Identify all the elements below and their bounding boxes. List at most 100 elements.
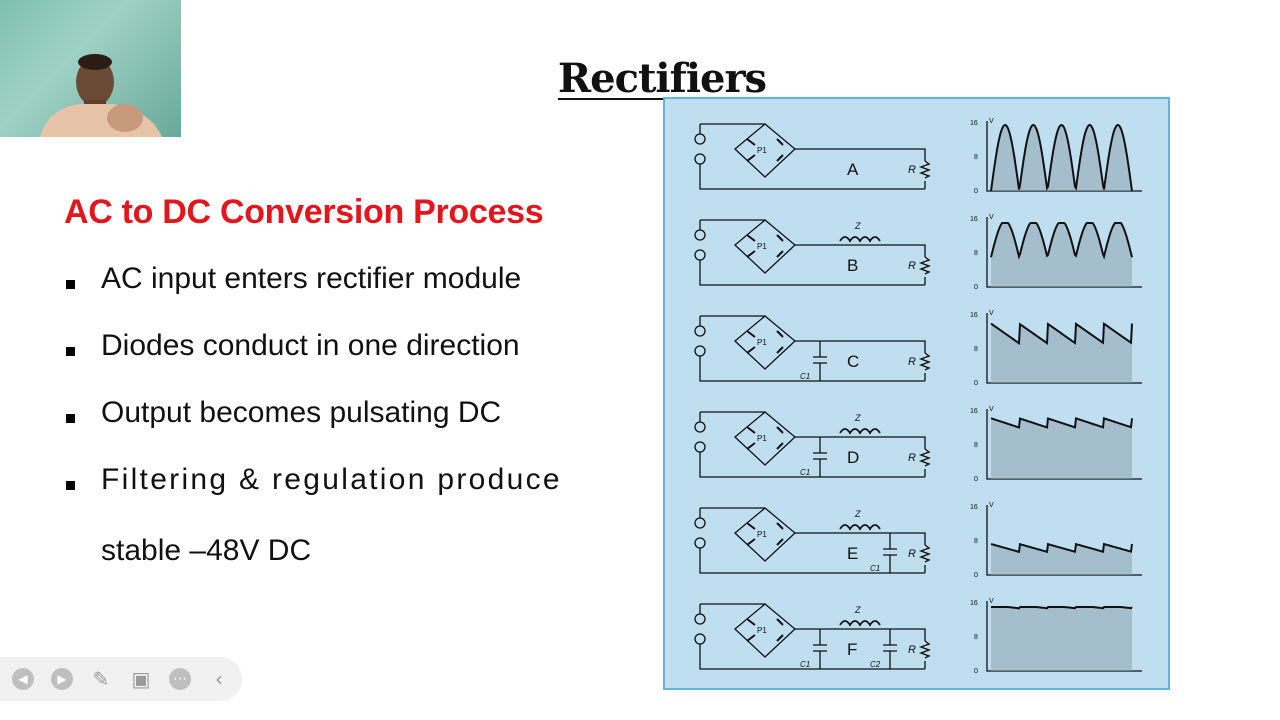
bullet-square-icon [66, 414, 75, 423]
bullet-item: Filtering & regulation produce [66, 463, 636, 530]
bridge-rectifier [734, 123, 796, 178]
bridge-label: P1 [757, 146, 767, 155]
axis-tick-label: 16 [970, 312, 978, 319]
axis-tick-label: 8 [974, 250, 978, 257]
circuit-letter: F [847, 640, 857, 659]
circuit-letter: E [847, 544, 858, 563]
waveform-fill [991, 223, 1132, 287]
wire [795, 148, 926, 189]
capacitor-label: C2 [870, 660, 881, 669]
axis-tick-label: 0 [974, 188, 978, 195]
waveform-line [990, 416, 1133, 429]
bullet-item: Diodes conduct in one direction [66, 329, 636, 396]
axis-tick-label: 16 [970, 408, 978, 415]
axis-tick-label: 8 [974, 442, 978, 449]
bullet-square-icon [66, 280, 75, 289]
capacitor-label: C1 [800, 660, 810, 669]
wire [699, 316, 925, 382]
bullet-list: AC input enters rectifier module Diodes … [66, 262, 636, 530]
bridge-label: P1 [757, 338, 767, 347]
axis-tick-label: 0 [974, 380, 978, 387]
capacitor-icon [813, 629, 827, 669]
resistor-icon [919, 448, 931, 467]
bridge-rectifier [734, 219, 796, 274]
inductor-icon [839, 428, 881, 435]
section-heading: AC to DC Conversion Process [64, 193, 544, 231]
axis-tick-label: 0 [974, 284, 978, 291]
capacitor-icon [813, 437, 827, 477]
diode-icon [746, 522, 784, 546]
waveform-line [990, 222, 1133, 260]
bullet-item: AC input enters rectifier module [66, 262, 636, 329]
waveform-line [990, 542, 1133, 554]
diode-icon [746, 138, 784, 162]
diode-icon [746, 426, 784, 450]
capacitor-label: C1 [800, 468, 810, 477]
ac-source-icon [694, 249, 706, 261]
resistor-icon [919, 352, 931, 371]
presenter-webcam [0, 0, 181, 137]
bridge-rectifier [734, 315, 796, 370]
circuit-letter: A [847, 160, 859, 179]
bridge-rectifier [734, 603, 796, 658]
bridge-rectifier [734, 411, 796, 466]
wire [699, 508, 925, 574]
inductor-icon [839, 620, 881, 627]
ac-source-icon [694, 345, 706, 357]
waveform-fill [991, 607, 1132, 671]
bridge-label: P1 [757, 626, 767, 635]
zoom-icon[interactable]: ▣ [131, 667, 151, 691]
axis-tick-label: 16 [970, 600, 978, 607]
inductor-label: Z [854, 509, 861, 519]
resistor-icon [919, 256, 931, 275]
more-icon[interactable]: ⋯ [169, 668, 191, 690]
ac-source-icon [694, 153, 706, 165]
ac-source-icon [694, 537, 706, 549]
load-label: R [908, 548, 916, 560]
resistor-icon [919, 544, 931, 563]
capacitor-label: C1 [870, 564, 880, 573]
capacitor-icon [883, 629, 897, 669]
waveform-fill [991, 544, 1132, 575]
axis-tick-label: 0 [974, 476, 978, 483]
circuit-letter: B [847, 256, 858, 275]
previous-icon[interactable]: ◀ [12, 668, 34, 690]
wire [699, 412, 925, 478]
wire [795, 436, 926, 477]
bullet-continuation: stable –48V DC [101, 534, 312, 567]
waveform-fill [991, 418, 1132, 479]
wire [795, 628, 926, 669]
inductor-label: Z [854, 413, 861, 423]
next-icon[interactable]: ▶ [51, 668, 73, 690]
ac-source-icon [694, 229, 706, 241]
axis-tick-label: 0 [974, 668, 978, 675]
back-icon[interactable]: ‹ [215, 667, 223, 691]
load-label: R [908, 452, 916, 464]
axis-tick-label: 16 [970, 120, 978, 127]
bullet-text: Filtering & regulation produce [101, 463, 562, 496]
diode-icon [746, 234, 784, 258]
resistor-icon [919, 640, 931, 659]
bullet-item: Output becomes pulsating DC [66, 396, 636, 463]
ac-source-icon [694, 133, 706, 145]
pen-icon[interactable]: ✎ [92, 667, 110, 691]
axis-unit-label: V [989, 406, 994, 413]
bridge-label: P1 [757, 530, 767, 539]
inductor-icon [839, 236, 881, 243]
waveform-fill [991, 125, 1132, 191]
capacitor-label: C1 [800, 372, 810, 381]
capacitor-icon [883, 533, 897, 573]
wire [795, 532, 926, 573]
wire [699, 604, 925, 670]
axis-tick-label: 8 [974, 538, 978, 545]
wire [795, 340, 926, 381]
diode-icon [746, 618, 784, 642]
load-label: R [908, 644, 916, 656]
capacitor-icon [813, 341, 827, 381]
bullet-square-icon [66, 481, 75, 490]
